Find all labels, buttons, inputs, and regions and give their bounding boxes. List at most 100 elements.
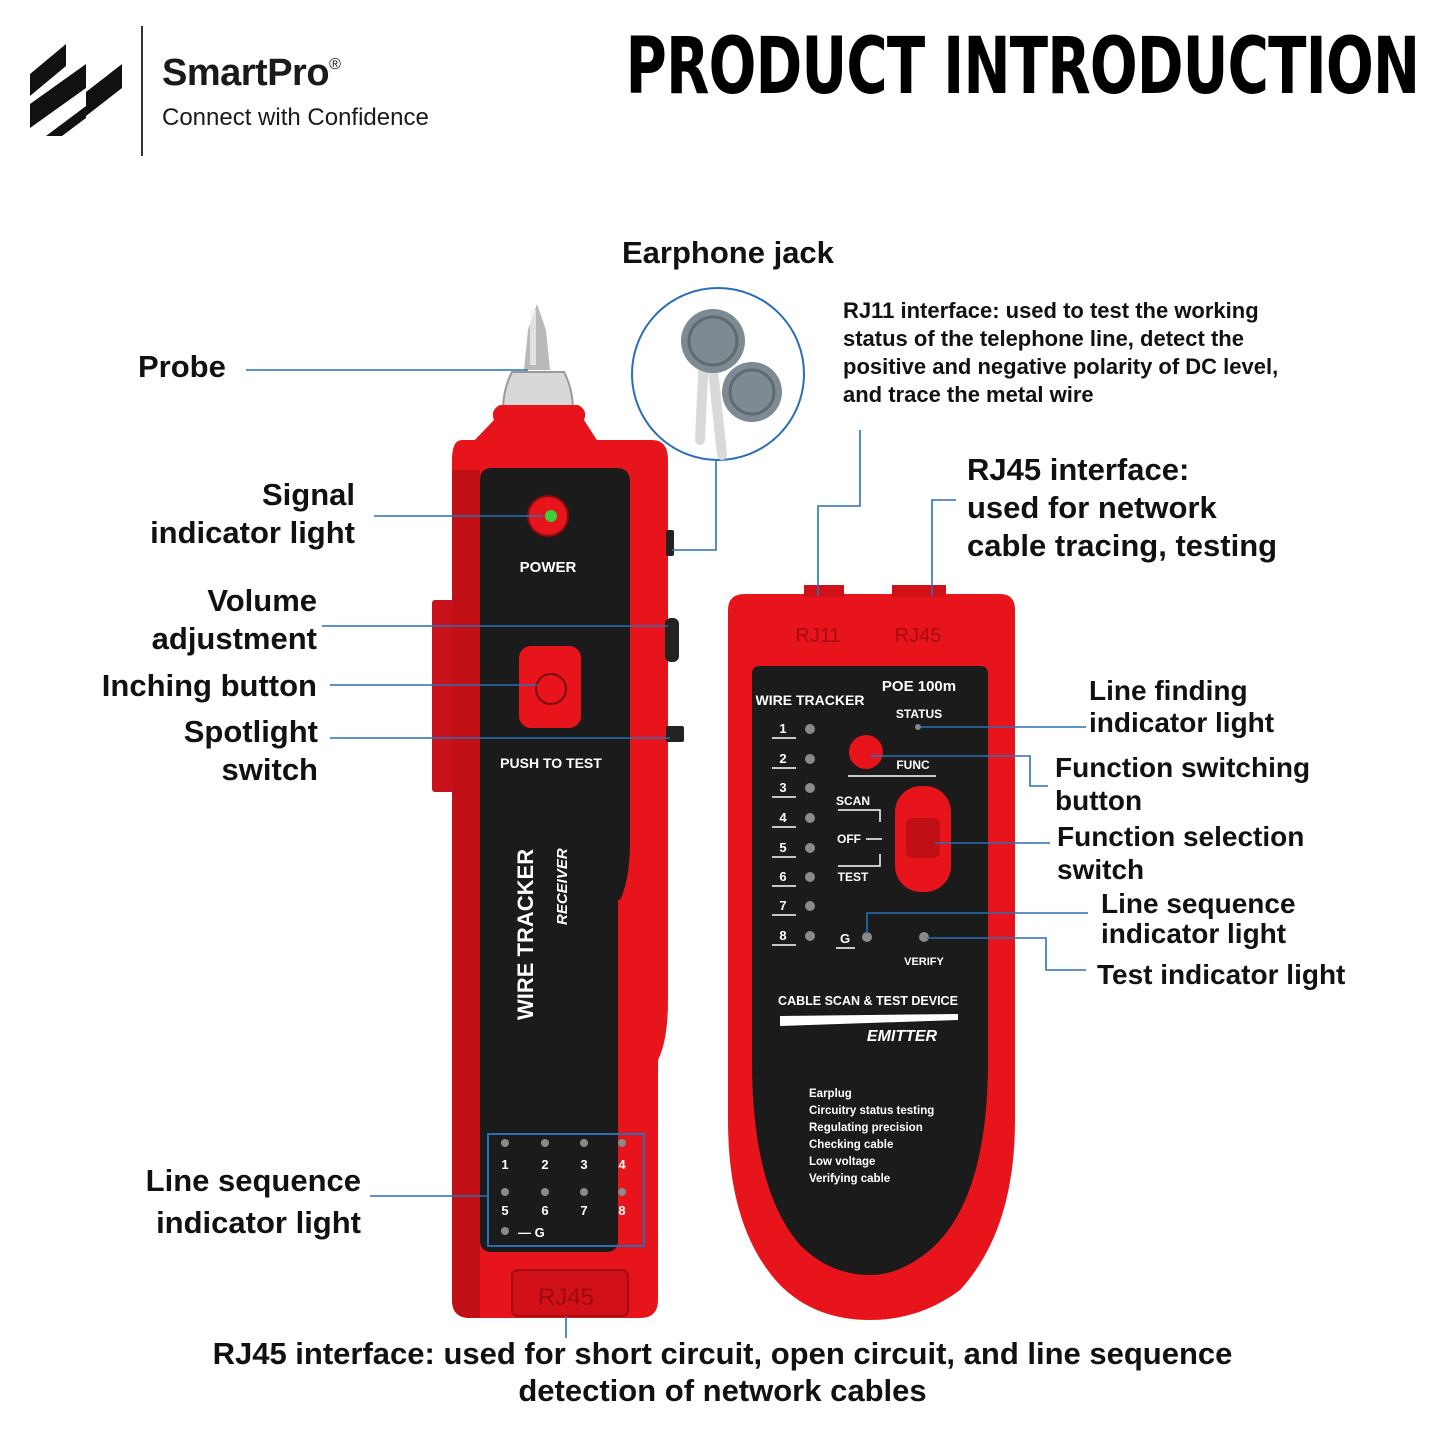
power-label: POWER: [520, 559, 577, 576]
svg-text:Circuitry status testing: Circuitry status testing: [809, 1105, 934, 1117]
verify-label: VERIFY: [904, 956, 944, 968]
page-title: PRODUCT INTRODUCTION: [625, 22, 1419, 112]
label-func-btn-1: Function switching: [1055, 752, 1311, 783]
svg-text:Verifying cable: Verifying cable: [809, 1173, 890, 1185]
svg-text:Regulating precision: Regulating precision: [809, 1122, 923, 1134]
leader-rj45-top: [931, 499, 956, 596]
svg-text:6: 6: [779, 869, 786, 884]
svg-text:2: 2: [779, 751, 786, 766]
rx-led-7: 7: [580, 1203, 587, 1218]
label-line-seq-right-1: Line sequence: [1101, 888, 1296, 919]
emitter-rj11-label: RJ11: [795, 625, 840, 647]
rx-led-6: 6: [541, 1203, 548, 1218]
g-label: G: [840, 931, 850, 946]
svg-text:3: 3: [779, 780, 786, 795]
receiver-vertical: RECEIVER: [554, 848, 571, 925]
push-to-test-label: PUSH TO TEST: [500, 755, 602, 771]
label-test-light: Test indicator light: [1097, 959, 1346, 990]
svg-text:7: 7: [779, 898, 786, 913]
label-rj45-top-1: RJ45 interface:: [967, 452, 1190, 487]
signal-green-dot: [545, 510, 557, 522]
label-volume-1: Volume: [207, 583, 317, 618]
probe-icon: [524, 304, 550, 370]
label-inching: Inching button: [101, 668, 317, 703]
label-probe: Probe: [138, 349, 226, 384]
leader-rj11: [817, 430, 861, 596]
leader-func-button: [870, 755, 1048, 787]
test-label: TEST: [838, 870, 869, 884]
cable-scan-label: CABLE SCAN & TEST DEVICE: [778, 994, 958, 1008]
brand-divider: [141, 26, 143, 156]
label-rj11-3: positive and negative polarity of DC lev…: [843, 354, 1279, 379]
status-label: STATUS: [896, 707, 942, 721]
receiver-rj45-port: [511, 1269, 629, 1317]
svg-text:8: 8: [779, 928, 786, 943]
label-func-sel-1: Function selection: [1057, 821, 1305, 852]
rx-led-2: 2: [541, 1157, 548, 1172]
svg-text:4: 4: [779, 810, 787, 825]
label-rj11-1: RJ11 interface: used to test the working: [843, 298, 1259, 323]
emitter-rj45-label: RJ45: [895, 625, 942, 647]
receiver-led-grid: [487, 1133, 645, 1247]
label-rj11-2: status of the telephone line, detect the: [843, 326, 1244, 351]
rx-led-5: 5: [501, 1203, 508, 1218]
brand-name: SmartPro®: [162, 52, 341, 94]
svg-text:1: 1: [779, 721, 786, 736]
g-led: [862, 932, 872, 942]
svg-text:Earplug: Earplug: [809, 1088, 852, 1100]
leader-test-light: [927, 937, 1086, 971]
poe-label: POE 100m: [882, 678, 956, 695]
label-line-finding-1: Line finding: [1089, 675, 1248, 706]
label-rj45-top-2: used for network: [967, 490, 1217, 525]
leader-line-seq-right: [866, 912, 1088, 934]
svg-text:Low voltage: Low voltage: [809, 1156, 875, 1168]
label-signal-1: Signal: [261, 477, 355, 512]
smartpro-logo: [30, 44, 122, 136]
label-line-seq-left-1: Line sequence: [145, 1163, 361, 1198]
bottom-caption: RJ45 interface: used for short circuit, …: [0, 1335, 1445, 1409]
label-spotlight-1: Spotlight: [183, 714, 318, 749]
svg-text:Checking cable: Checking cable: [809, 1139, 893, 1151]
label-signal-2: indicator light: [150, 515, 355, 550]
label-rj11-4: and trace the metal wire: [843, 382, 1094, 407]
receiver-side-clip: [432, 600, 454, 792]
status-led: [915, 724, 921, 730]
label-line-seq-right-2: indicator light: [1101, 918, 1287, 949]
scan-label: SCAN: [836, 794, 870, 808]
rx-led-8: 8: [618, 1203, 625, 1218]
svg-text:5: 5: [779, 840, 786, 855]
earphone-left-icon: [681, 309, 745, 373]
label-rj45-top-3: cable tracing, testing: [967, 528, 1278, 563]
rx-led-3: 3: [580, 1157, 587, 1172]
wire-tracker-vertical: WIRE TRACKER: [513, 849, 538, 1020]
func-label: FUNC: [896, 758, 930, 772]
label-earphone: Earphone jack: [622, 235, 834, 270]
earphone-jack-icon: [666, 530, 674, 556]
off-label: OFF: [837, 832, 861, 846]
emitter-label: EMITTER: [867, 1028, 938, 1045]
rx-led-1: 1: [501, 1157, 508, 1172]
brand-tagline: Connect with Confidence: [162, 104, 429, 131]
leader-earphone: [672, 460, 717, 551]
label-func-sel-2: switch: [1057, 854, 1145, 885]
leader-lines: [246, 369, 1088, 1338]
label-line-finding-2: indicator light: [1089, 707, 1275, 738]
rj11-port-icon: [804, 585, 844, 597]
func-button: [849, 735, 883, 769]
label-spotlight-2: switch: [221, 752, 318, 787]
rx-led-g: — G: [518, 1225, 545, 1240]
feature-list: Earplug Circuitry status testing Regulat…: [809, 1088, 934, 1185]
emitter-wire-tracker: WIRE TRACKER: [756, 692, 865, 708]
receiver-neck: [470, 405, 600, 445]
rx-led-4: 4: [618, 1157, 626, 1172]
label-volume-2: adjustment: [151, 621, 317, 656]
emitter-pins: 1 2 3 4 5 6 7 8: [779, 721, 787, 943]
rj45-port-icon: [892, 585, 946, 597]
volume-wheel-icon: [665, 618, 679, 662]
label-line-seq-left-2: indicator light: [156, 1205, 361, 1240]
bottom-caption-line-1: RJ45 interface: used for short circuit, …: [212, 1336, 1233, 1371]
label-func-btn-2: button: [1055, 785, 1143, 816]
receiver-rj45-label: RJ45: [538, 1284, 594, 1311]
receiver-panel: [480, 468, 630, 1252]
